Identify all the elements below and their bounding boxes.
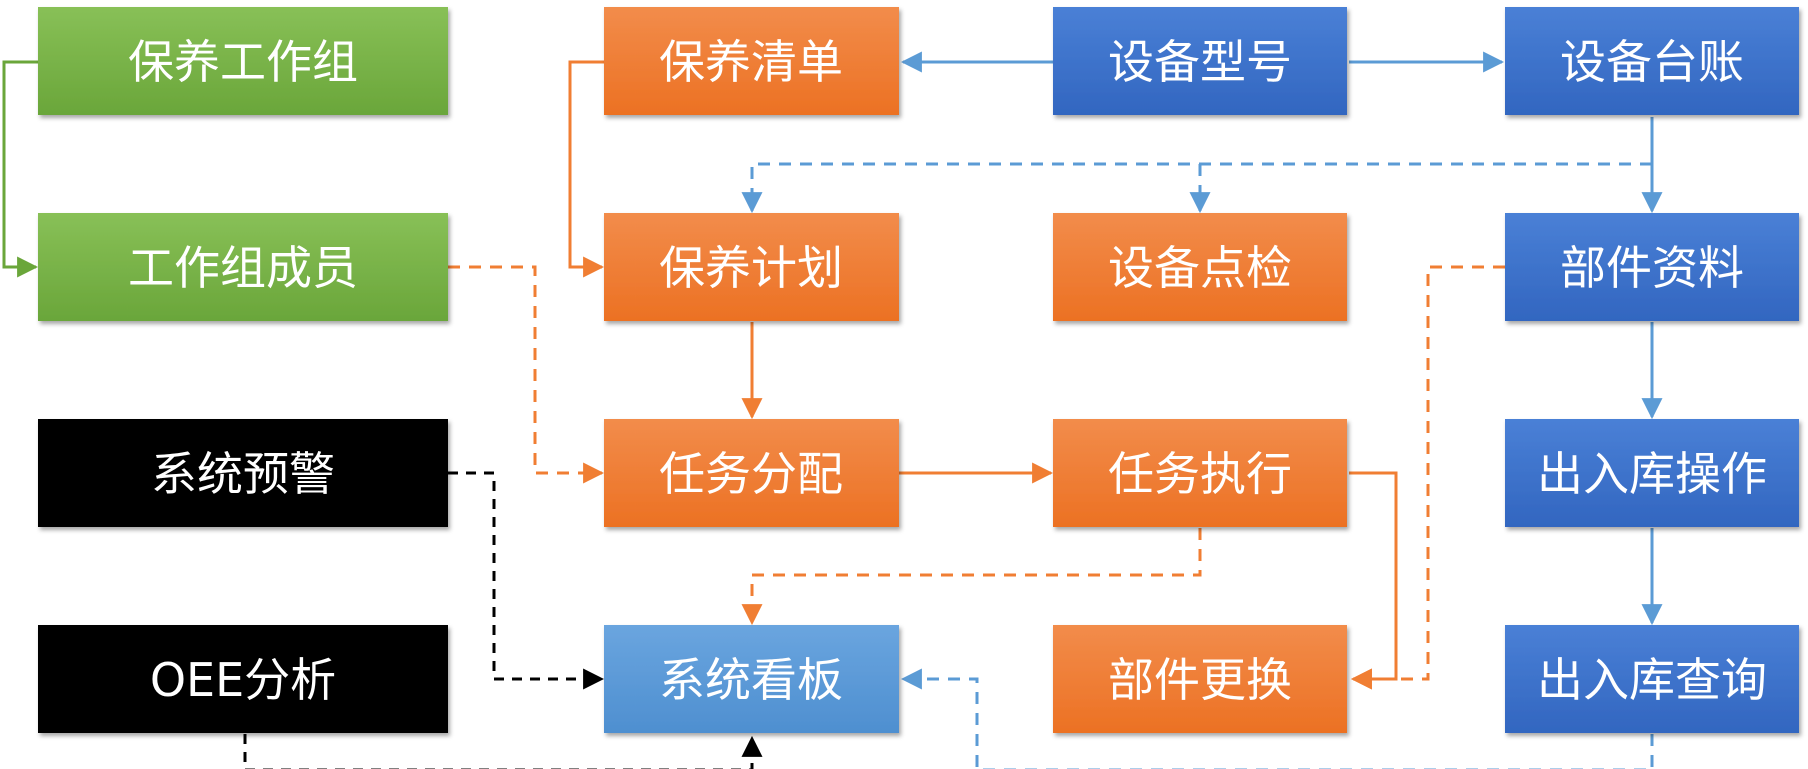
node-label: OEE分析 (150, 653, 336, 707)
node-label: 设备型号 (1108, 35, 1292, 89)
node-system-board[interactable]: 系统看板 (604, 625, 899, 733)
node-stock-query[interactable]: 出入库查询 (1505, 625, 1799, 733)
node-label: 任务执行 (1108, 447, 1292, 501)
node-equip-model[interactable]: 设备型号 (1053, 7, 1347, 115)
node-maint-group[interactable]: 保养工作组 (38, 7, 448, 115)
node-system-alert[interactable]: 系统预警 (38, 419, 448, 527)
edge-exec-to-replace (1349, 471, 1398, 690)
edge-maint-group-to-member (2, 60, 39, 278)
edge-ledger-dashed-bus (741, 162, 1652, 214)
node-maint-list[interactable]: 保养清单 (604, 7, 899, 115)
node-label: 系统看板 (659, 653, 843, 707)
node-label: 部件更换 (1108, 653, 1292, 707)
edge-oee-to-board (243, 734, 763, 769)
node-label: 保养工作组 (128, 35, 358, 89)
node-task-assign[interactable]: 任务分配 (604, 419, 899, 527)
node-label: 设备点检 (1108, 241, 1292, 295)
edge-partinfo-to-replace (1350, 265, 1505, 690)
node-part-replace[interactable]: 部件更换 (1053, 625, 1347, 733)
edge-member-to-assign (448, 265, 605, 484)
edge-stockquery-to-board (900, 668, 1654, 769)
node-task-exec[interactable]: 任务执行 (1053, 419, 1347, 527)
node-label: 任务分配 (659, 447, 843, 501)
node-stock-op[interactable]: 出入库操作 (1505, 419, 1799, 527)
node-label: 部件资料 (1560, 241, 1744, 295)
node-equip-ledger[interactable]: 设备台账 (1505, 7, 1799, 115)
edge-alert-to-board (448, 471, 605, 690)
node-maint-plan[interactable]: 保养计划 (604, 213, 899, 321)
node-label: 出入库操作 (1537, 447, 1767, 501)
node-label: 系统预警 (151, 447, 335, 501)
node-label: 出入库查询 (1537, 653, 1767, 707)
node-label: 保养清单 (659, 35, 843, 89)
node-group-member[interactable]: 工作组成员 (38, 213, 448, 321)
node-label: 保养计划 (659, 241, 843, 295)
edge-list-to-plan (568, 60, 605, 278)
node-part-info[interactable]: 部件资料 (1505, 213, 1799, 321)
edge-exec-to-board (741, 528, 1202, 626)
node-oee-analysis[interactable]: OEE分析 (38, 625, 448, 733)
node-equip-inspect[interactable]: 设备点检 (1053, 213, 1347, 321)
node-label: 设备台账 (1560, 35, 1744, 89)
node-label: 工作组成员 (128, 241, 358, 295)
